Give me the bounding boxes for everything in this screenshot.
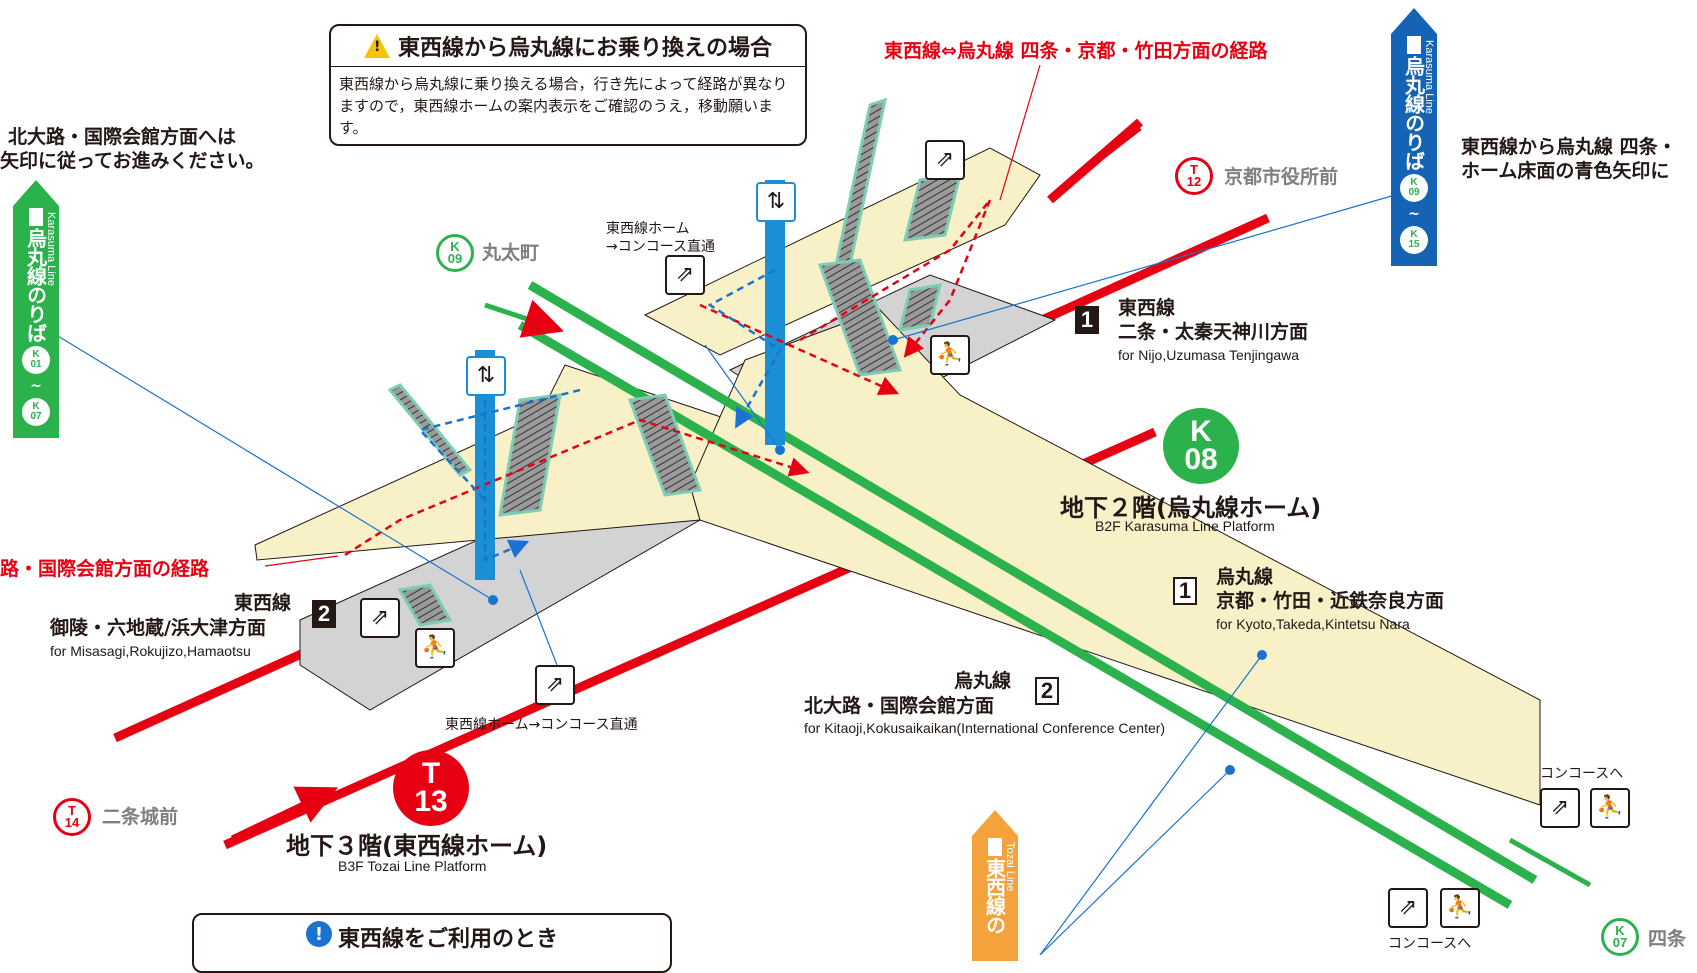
to-concourse-label-bottom: コンコースへ	[1388, 936, 1472, 952]
direct-escalator-bottom-label: 東西線ホーム→コンコース直通	[445, 717, 638, 733]
escalator-icon: ⇗	[535, 665, 575, 705]
up-arrow-icon	[13, 180, 59, 206]
transfer-notice: ! 東西線から烏丸線にお乗り換えの場合 東西線から烏丸線に乗り換える場合，行き先…	[329, 24, 807, 146]
leader-dots	[488, 335, 1267, 775]
info-icon: !	[305, 921, 332, 947]
warning-icon: !	[363, 34, 390, 58]
karasuma-banner-left-en: Karasuma Line	[45, 212, 57, 286]
floor-b2-label: 地下２階(烏丸線ホーム)	[1060, 494, 1322, 522]
to-concourse-label-right: コンコースへ	[1540, 766, 1624, 782]
escalators	[387, 97, 962, 627]
tozai-banner-en: Tozai Line	[1004, 842, 1016, 892]
platform-karasuma-1-number: 1	[1173, 577, 1197, 605]
platform-tozai-2-number: 2	[312, 600, 336, 628]
direct-escalator-top-label-2: →コンコース直通	[606, 239, 716, 255]
right-instruction-2: ホーム床面の青色矢印に	[1461, 160, 1670, 182]
stairs-icon: ⛹	[1440, 888, 1480, 928]
platform-karasuma-2-en: for Kitaoji,Kokusaikaikan(International …	[804, 720, 1166, 736]
escalator-icon: ⇗	[1540, 788, 1580, 828]
platform-tozai-1-line: 東西線	[1118, 297, 1176, 319]
platform-tozai-1-en: for Nijo,Uzumasa Tenjingawa	[1118, 347, 1300, 363]
routes	[344, 199, 992, 562]
transfer-notice-header: ! 東西線から烏丸線にお乗り換えの場合	[331, 26, 805, 67]
platform-karasuma-2-line: 烏丸線	[954, 670, 1012, 692]
stairs-icon: ⛹	[1590, 788, 1630, 828]
platform-tozai-2-dest: 御陵・六地蔵/浜大津方面	[50, 617, 266, 639]
station-shijo-name: 四条	[1648, 928, 1687, 950]
station-shiyakusho-name: 京都市役所前	[1224, 166, 1339, 188]
left-instruction-1: 北大路・国際会館方面へは	[8, 126, 237, 148]
tozai-banner: 東西線の Tozai Line	[972, 810, 1018, 961]
route-label-kitaoji: 路・国際会館方面の経路	[0, 558, 210, 580]
platform-karasuma-1-line: 烏丸線	[1216, 566, 1274, 588]
station-nijojo-name: 二条城前	[102, 806, 179, 828]
tozai-usage-notice: ! 東西線をご利用のとき	[192, 913, 672, 973]
elevator-icon: ⇅	[466, 356, 506, 396]
floor-b3-en: B3F Tozai Line Platform	[338, 858, 487, 874]
platform-karasuma-2-number: 2	[1035, 677, 1059, 705]
platform-karasuma-1-dest: 京都・竹田・近鉄奈良方面	[1216, 590, 1445, 612]
escalator-icon: ⇗	[1388, 888, 1428, 928]
station-marutamachi-name: 丸太町	[482, 242, 540, 264]
transfer-notice-body: 東西線から烏丸線に乗り換える場合，行き先によって経路が異なりますので，東西線ホー…	[339, 75, 788, 137]
platform-tozai-2-line: 東西線	[234, 592, 292, 614]
left-instruction-2: 矢印に従ってお進みください。	[0, 150, 265, 172]
up-arrow-icon	[972, 810, 1018, 836]
karasuma-tracks	[484, 281, 1592, 909]
platform-karasuma-1-en: for Kyoto,Takeda,Kintetsu Nara	[1216, 616, 1410, 632]
escalator-icon: ⇗	[360, 598, 400, 638]
platform-karasuma-2-dest: 北大路・国際会館方面	[804, 695, 995, 717]
tozai-banner-label: 東西線の	[982, 858, 1007, 934]
direct-escalator-top-label-1: 東西線ホーム	[606, 221, 690, 237]
stairs-icon: ⛹	[415, 628, 455, 668]
stairs-icon: ⛹	[930, 335, 970, 375]
karasuma-banner-left-label: 烏丸線のりば	[23, 228, 48, 342]
elevator-icon: ⇅	[756, 182, 796, 222]
tozai-usage-notice-title: 東西線をご利用のとき	[337, 927, 558, 952]
platform-tozai-2-en: for Misasagi,Rokujizo,Hamaotsu	[50, 643, 251, 659]
floor-b2-en: B2F Karasuma Line Platform	[1095, 518, 1275, 534]
platform-tozai-1-dest: 二条・太秦天神川方面	[1118, 321, 1309, 343]
right-instruction-1: 東西線から烏丸線 四条・	[1461, 136, 1677, 158]
leader-lines-red	[264, 64, 1041, 567]
up-arrow-icon	[1391, 8, 1437, 34]
platform-tozai-1-number: 1	[1075, 306, 1099, 334]
route-label-shijo: 東西線⇔烏丸線 四条・京都・竹田方面の経路	[884, 40, 1268, 62]
floor-b3-label: 地下３階(東西線ホーム)	[286, 832, 548, 860]
leader-lines	[47, 194, 1396, 955]
escalator-icon: ⇗	[925, 140, 965, 180]
escalator-icon: ⇗	[665, 255, 705, 295]
karasuma-banner-right-en: Karasuma Line	[1423, 40, 1435, 114]
karasuma-banner-right-label: 烏丸線のりば	[1401, 56, 1426, 170]
transfer-notice-title: 東西線から烏丸線にお乗り換えの場合	[397, 36, 772, 61]
